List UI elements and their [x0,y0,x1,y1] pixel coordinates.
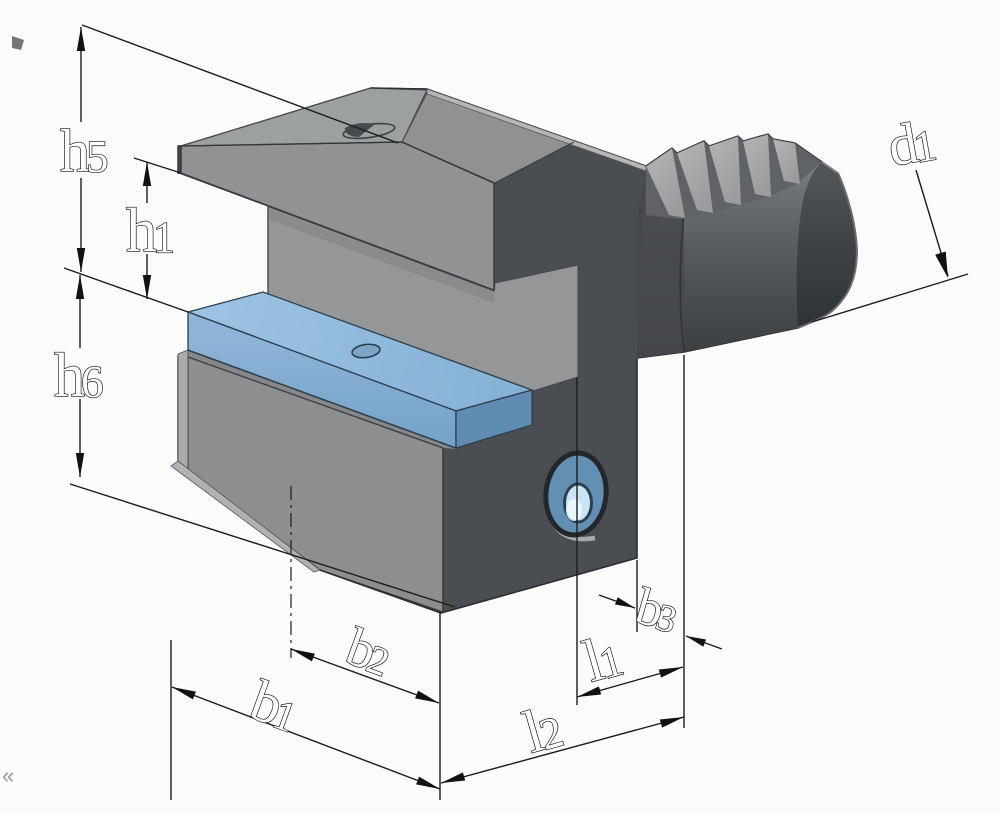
svg-text:1: 1 [153,213,175,262]
svg-text:h: h [60,118,90,184]
svg-text:«: « [2,763,14,788]
svg-text:5: 5 [86,132,109,182]
svg-text:6: 6 [81,357,104,407]
svg-text:h: h [54,342,85,410]
svg-text:h: h [126,197,157,265]
